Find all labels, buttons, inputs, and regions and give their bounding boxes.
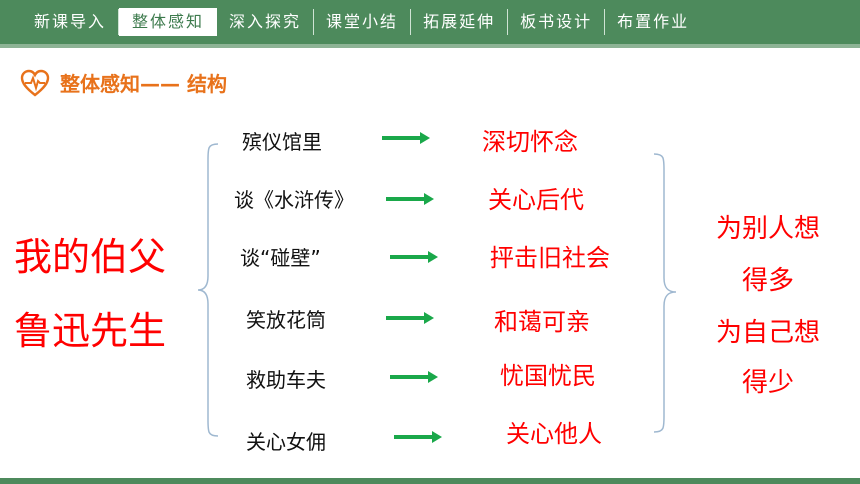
event-3: 谈“碰壁”: [240, 246, 321, 270]
summary-line-2: 得多: [741, 266, 794, 296]
meaning-6: 关心他人: [506, 420, 602, 448]
tab-new-lesson-intro[interactable]: 新课导入: [22, 9, 120, 35]
section-title: 整体感知—— 结构: [60, 72, 227, 96]
nav-underline: [0, 44, 860, 48]
section-header: 整体感知—— 结构: [20, 68, 227, 97]
tab-board-design[interactable]: 板书设计: [508, 9, 606, 35]
arrow-icon: [386, 312, 434, 324]
summary-line-4: 得少: [741, 368, 794, 398]
meaning-2: 关心后代: [488, 186, 584, 214]
lesson-title-line-1: 我的伯父: [14, 235, 167, 279]
arrow-icon: [382, 132, 430, 144]
summary-line-1: 为别人想: [715, 214, 820, 244]
tab-deep-exploration[interactable]: 深入探究: [217, 9, 315, 35]
meaning-5: 忧国忧民: [500, 362, 596, 390]
tab-homework[interactable]: 布置作业: [617, 12, 690, 31]
summary-line-3: 为自己想: [715, 318, 820, 348]
right-brace: [653, 153, 677, 433]
meaning-1: 深切怀念: [482, 128, 578, 156]
tab-class-summary[interactable]: 课堂小结: [314, 9, 412, 35]
event-6: 关心女佣: [246, 430, 326, 454]
arrow-icon: [386, 193, 434, 205]
tab-overall-perception[interactable]: 整体感知: [119, 8, 218, 36]
lesson-title-line-2: 鲁迅先生: [14, 309, 167, 353]
meaning-3: 抨击旧社会: [490, 244, 610, 272]
event-4: 笑放花筒: [246, 308, 326, 332]
left-brace: [197, 143, 219, 437]
meaning-4: 和蔼可亲: [494, 308, 590, 336]
bottom-bar: [0, 478, 860, 484]
event-5: 救助车夫: [246, 368, 326, 392]
heart-pulse-icon: [20, 69, 50, 97]
arrow-icon: [394, 431, 442, 443]
arrow-icon: [390, 371, 438, 383]
event-1: 殡仪馆里: [242, 130, 322, 154]
arrow-icon: [390, 251, 438, 263]
top-navigation-bar: 新课导入 整体感知 深入探究 课堂小结 拓展延伸 板书设计 布置作业: [0, 0, 860, 44]
event-2: 谈《水浒传》: [234, 188, 354, 212]
tab-extension[interactable]: 拓展延伸: [411, 9, 509, 35]
